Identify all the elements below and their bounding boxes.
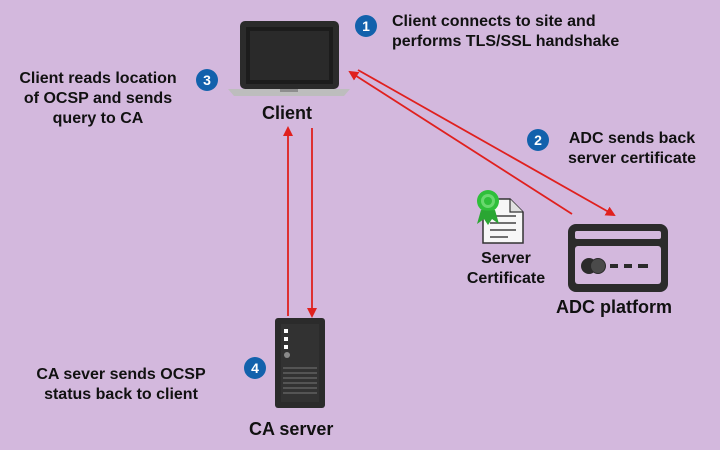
laptop-icon [228, 21, 350, 96]
step-3-badge: 3 [196, 69, 218, 91]
step-1-line: Client connects to site and [392, 13, 596, 30]
server-certificate-label: Server Certificate [458, 249, 554, 289]
server-certificate-label-line: Certificate [466, 270, 546, 287]
step-2-badge: 2 [527, 129, 549, 151]
step-2-line: ADC sends back [568, 130, 696, 147]
step-1-badge: 1 [355, 15, 377, 37]
ca-server-label: CA server [249, 419, 334, 439]
step-4-badge: 4 [244, 357, 266, 379]
step-3-line: Client reads location [19, 70, 177, 87]
step-4-text: CA sever sends OCSP status back to clien… [21, 365, 221, 405]
step-3-text: Client reads location of OCSP and sends … [4, 69, 192, 129]
arrow-adc-to-client [348, 70, 573, 215]
server-tower-icon [275, 318, 325, 408]
step-2-text: ADC sends back server certificate [557, 129, 707, 169]
client-label: Client [262, 103, 313, 123]
step-1-text: Client connects to site and performs TLS… [392, 12, 619, 52]
server-certificate-label-line: Server [481, 250, 531, 267]
step-1-line: performs TLS/SSL handshake [392, 33, 620, 50]
step-2-line: server certificate [567, 150, 697, 167]
step-3-line: query to CA [52, 110, 144, 127]
step-3-line: of OCSP and sends [23, 90, 173, 107]
arrow-client-to-adc [357, 69, 616, 216]
certificate-document-icon [477, 190, 524, 244]
step-4-line: status back to client [44, 386, 198, 403]
adc-platform-label: ADC platform [556, 297, 672, 317]
credit-card-icon [568, 224, 668, 292]
step-4-line: CA sever sends OCSP [36, 366, 206, 383]
